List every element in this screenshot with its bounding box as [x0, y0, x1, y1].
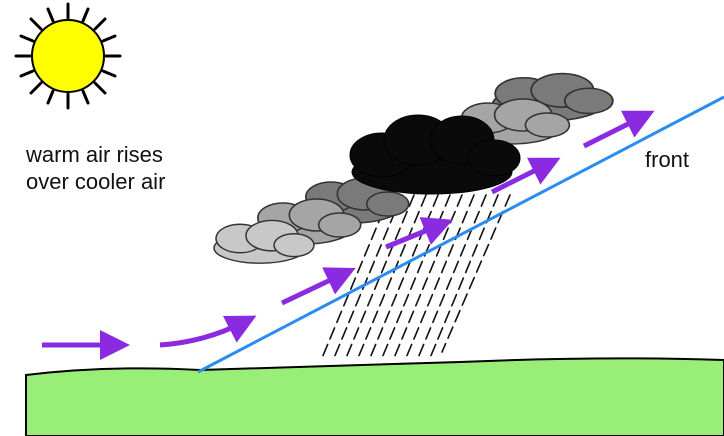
caption-line-1: warm air rises	[25, 142, 163, 167]
warm-air-arrow	[160, 322, 244, 345]
warm-air-arrow	[386, 225, 440, 247]
warm-air-arrow	[584, 117, 642, 146]
sun-icon	[16, 4, 120, 108]
front-label: front	[645, 147, 689, 172]
warm-air-arrow	[282, 274, 343, 303]
ground	[26, 358, 724, 436]
caption-line-2: over cooler air	[26, 169, 165, 194]
